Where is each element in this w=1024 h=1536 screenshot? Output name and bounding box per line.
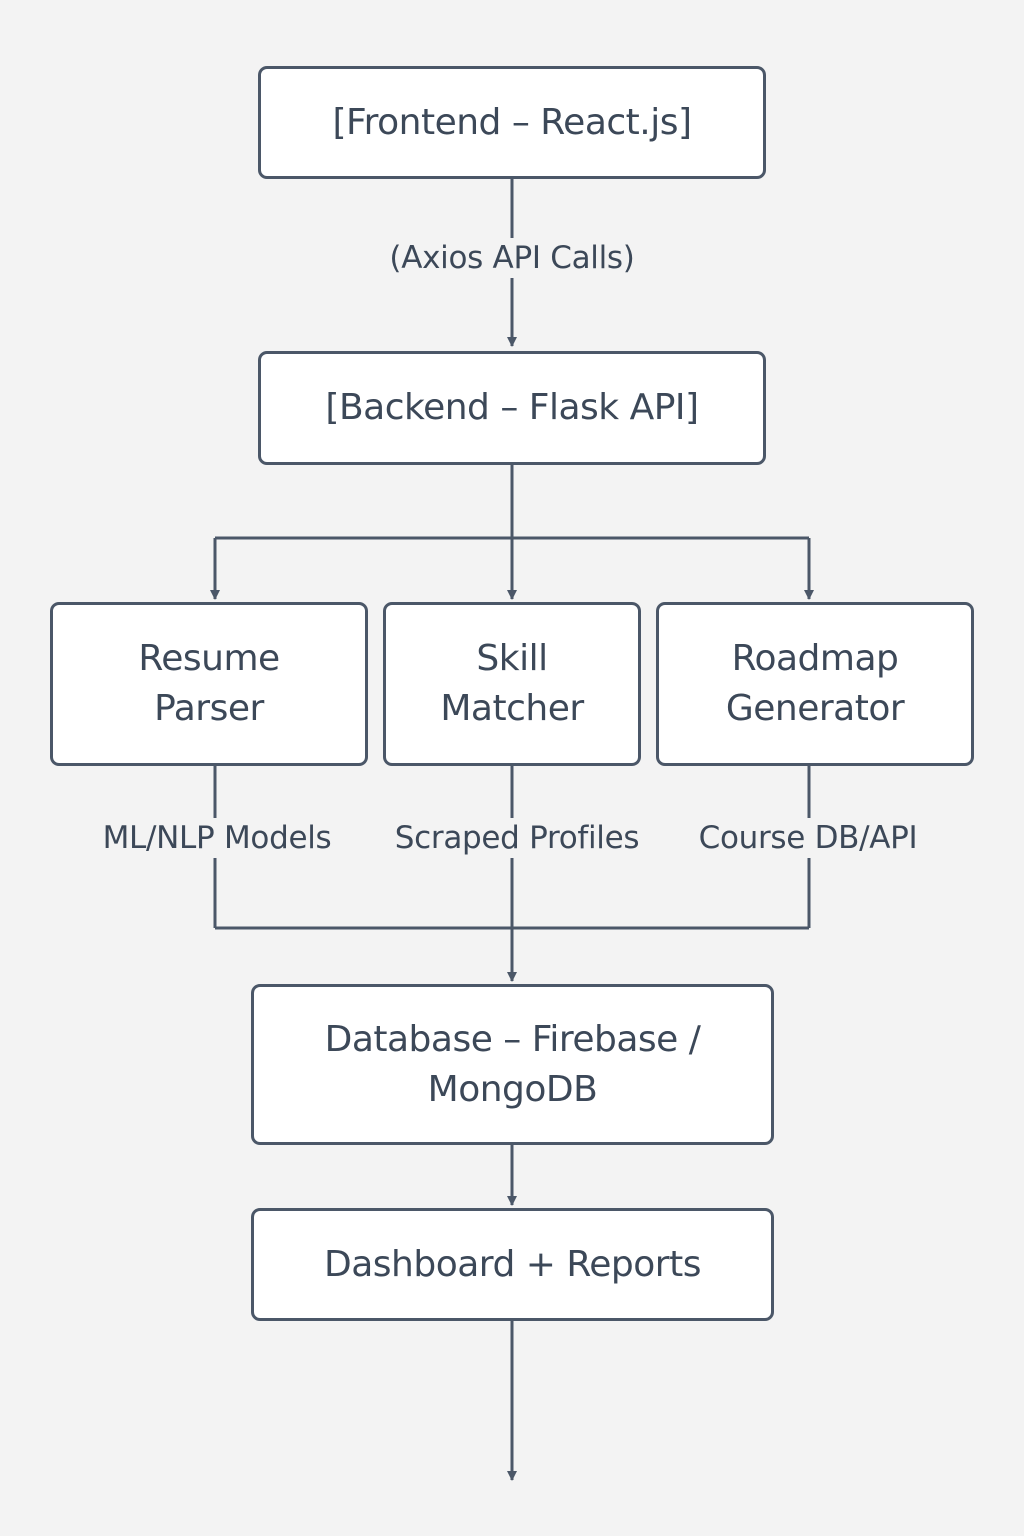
database-node: Database – Firebase / MongoDB <box>251 984 774 1145</box>
skill-matcher-node: Skill Matcher <box>383 602 641 766</box>
roadmap-generator-label-line1: Roadmap <box>731 638 899 679</box>
edge-label-ml-nlp-models: ML/NLP Models <box>72 818 362 858</box>
roadmap-generator-label-line2: Generator <box>725 688 905 729</box>
edge-label-scraped-profiles: Scraped Profiles <box>374 818 660 858</box>
dashboard-node-label: Dashboard + Reports <box>324 1243 701 1285</box>
backend-node-label: [Backend – Flask API] <box>325 387 699 428</box>
database-label-line2: MongoDB <box>427 1068 598 1110</box>
skill-matcher-label-line1: Skill <box>476 638 548 679</box>
database-label-line1: Database – Firebase / <box>324 1018 701 1060</box>
skill-matcher-label-line2: Matcher <box>440 688 584 729</box>
resume-parser-node: Resume Parser <box>50 602 368 766</box>
resume-parser-label-line1: Resume <box>138 638 280 679</box>
backend-node: [Backend – Flask API] <box>258 351 766 465</box>
resume-parser-label-line2: Parser <box>154 688 264 729</box>
frontend-node-label: [Frontend – React.js] <box>332 101 692 143</box>
frontend-node: [Frontend – React.js] <box>258 66 766 179</box>
roadmap-generator-node: Roadmap Generator <box>656 602 974 766</box>
edge-label-course-db-api: Course DB/API <box>672 818 944 858</box>
edge-label-axios: (Axios API Calls) <box>372 238 652 278</box>
dashboard-node: Dashboard + Reports <box>251 1208 774 1321</box>
